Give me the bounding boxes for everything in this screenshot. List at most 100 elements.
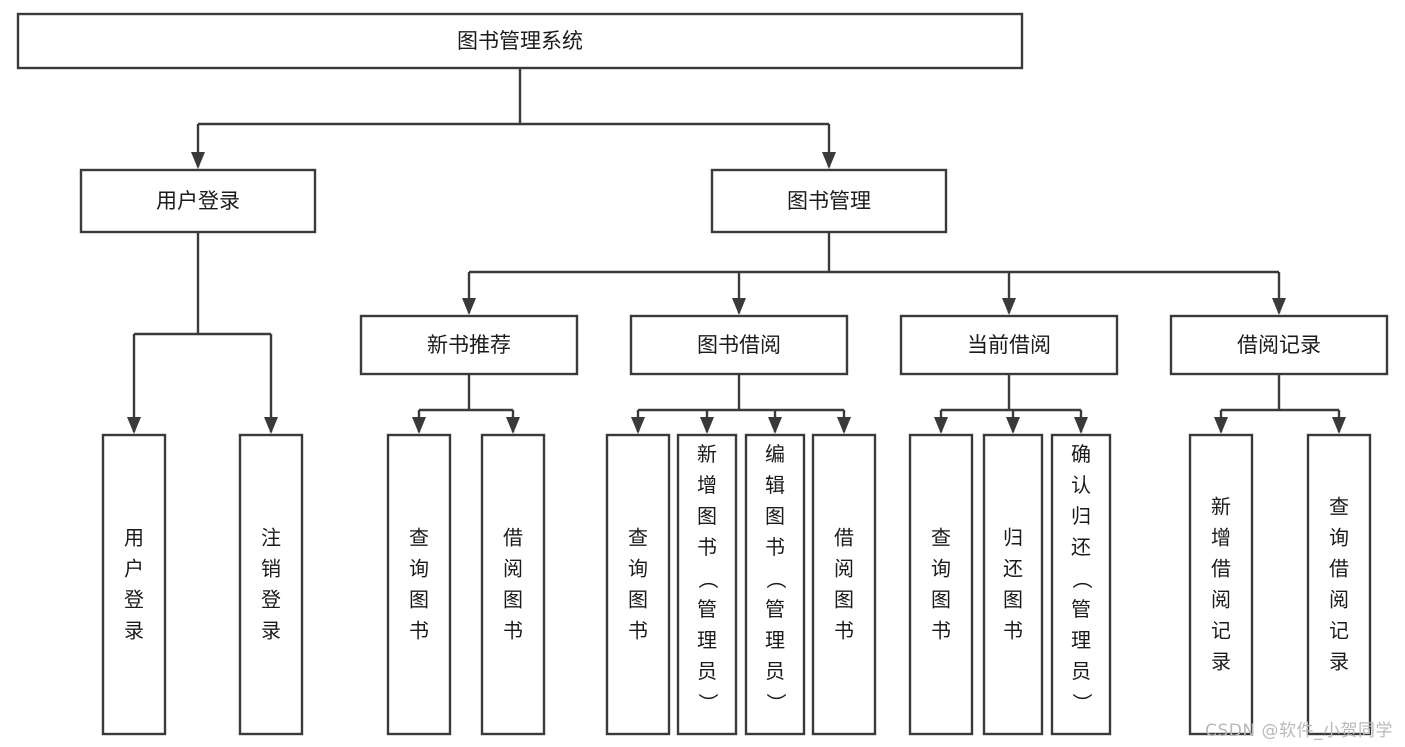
- node-leaf-query-book-1-label-char: 书: [409, 619, 429, 643]
- node-leaf-user-login-label-char: 用: [124, 526, 144, 550]
- node-leaf-query-book-3-label-char: 图: [931, 588, 951, 612]
- node-leaf-query-book-2-label-char: 图: [628, 588, 648, 612]
- arrow-head-icon: [506, 417, 520, 434]
- node-book-manage[interactable]: 图书管理: [710, 168, 948, 234]
- node-layer: 图书管理系统用户登录图书管理新书推荐图书借阅当前借阅借阅记录用户登录注销登录查询…: [16, 12, 1389, 736]
- edges-new-book-recommend-to-leaves: [412, 374, 520, 434]
- node-leaf-edit-book-label-char: 书: [765, 535, 785, 559]
- node-leaf-edit-book-label-char: 理: [765, 628, 785, 652]
- arrow-head-icon: [700, 417, 714, 434]
- node-leaf-borrow-book-1-label-char: 借: [503, 526, 523, 550]
- node-leaf-confirm-return-label-char: 员: [1071, 659, 1091, 683]
- node-leaf-add-record-label-char: 记: [1211, 619, 1231, 643]
- node-root-system[interactable]: 图书管理系统: [16, 12, 1024, 70]
- node-user-login-label: 用户登录: [156, 189, 240, 213]
- node-leaf-confirm-return-label-char: 管: [1071, 597, 1091, 621]
- node-leaf-borrow-book-2-label-char: 阅: [834, 557, 854, 581]
- node-leaf-borrow-book-2-label-char: 图: [834, 588, 854, 612]
- arrow-head-icon: [934, 417, 948, 434]
- node-leaf-add-book-label-char: ）: [696, 693, 720, 713]
- node-leaf-return-book-label-char: 归: [1003, 526, 1023, 550]
- node-leaf-query-book-2-label-char: 书: [628, 619, 648, 643]
- node-leaf-query-record-label-char: 记: [1329, 619, 1349, 643]
- node-leaf-query-book-3-label-char: 书: [931, 619, 951, 643]
- node-leaf-confirm-return-label-char: 认: [1071, 473, 1091, 497]
- node-book-borrow[interactable]: 图书借阅: [629, 314, 849, 376]
- node-leaf-add-record-label-char: 阅: [1211, 588, 1231, 612]
- node-leaf-user-login-label-char: 户: [124, 557, 144, 581]
- node-leaf-query-book-2-label-char: 查: [628, 526, 648, 550]
- node-leaf-user-logout-label-char: 注: [261, 526, 281, 550]
- edges-user-login-to-leaves: [127, 232, 278, 434]
- node-leaf-user-logout-label-char: 录: [261, 619, 281, 643]
- connector-layer: [127, 68, 1346, 434]
- node-leaf-query-record-label-char: 询: [1329, 526, 1349, 550]
- arrow-head-icon: [822, 152, 836, 169]
- arrow-head-icon: [412, 417, 426, 434]
- node-new-book-recommend-label: 新书推荐: [427, 333, 511, 357]
- node-leaf-return-book-label-char: 还: [1003, 557, 1023, 581]
- node-borrow-record[interactable]: 借阅记录: [1169, 314, 1389, 376]
- node-leaf-borrow-book-1-label-char: 书: [503, 619, 523, 643]
- watermark-text: CSDN @软件_小贺同学: [1205, 721, 1393, 741]
- edges-borrow-record-to-leaves: [1214, 374, 1346, 434]
- node-leaf-edit-book-label-char: 员: [765, 659, 785, 683]
- node-leaf-edit-book-label-char: ）: [764, 693, 788, 713]
- node-leaf-borrow-book-1-label-char: 阅: [503, 557, 523, 581]
- arrow-head-icon: [1002, 298, 1016, 315]
- arrow-head-icon: [1272, 298, 1286, 315]
- node-leaf-confirm-return-label-char: （: [1070, 569, 1094, 589]
- node-leaf-confirm-return-label-char: 理: [1071, 628, 1091, 652]
- node-leaf-edit-book-label-char: （: [764, 569, 788, 589]
- node-new-book-recommend[interactable]: 新书推荐: [359, 314, 579, 376]
- node-leaf-query-book-1-label-char: 图: [409, 588, 429, 612]
- node-leaf-edit-book-label-char: 管: [765, 597, 785, 621]
- node-leaf-add-book-label-char: （: [696, 569, 720, 589]
- node-root-system-label: 图书管理系统: [457, 29, 583, 53]
- edges-book-borrow-to-leaves: [631, 374, 851, 434]
- node-leaf-return-book-label-char: 图: [1003, 588, 1023, 612]
- node-leaf-add-book-label-char: 理: [697, 628, 717, 652]
- node-borrow-record-label: 借阅记录: [1237, 333, 1321, 357]
- node-leaf-edit-book-label-char: 辑: [765, 473, 785, 497]
- node-leaf-borrow-book-1-label-char: 图: [503, 588, 523, 612]
- node-leaf-query-book-1-label-char: 询: [409, 557, 429, 581]
- arrow-head-icon: [1074, 417, 1088, 434]
- arrow-head-icon: [768, 417, 782, 434]
- node-leaf-add-book-label-char: 管: [697, 597, 717, 621]
- node-current-borrow[interactable]: 当前借阅: [899, 314, 1119, 376]
- arrow-head-icon: [837, 417, 851, 434]
- arrow-head-icon: [631, 417, 645, 434]
- node-leaf-add-record-label-char: 借: [1211, 557, 1231, 581]
- arrow-head-icon: [1214, 417, 1228, 434]
- node-leaf-confirm-return-label-char: 归: [1071, 504, 1091, 528]
- node-leaf-borrow-book-2-label-char: 借: [834, 526, 854, 550]
- node-book-borrow-label: 图书借阅: [697, 333, 781, 357]
- node-leaf-query-book-1-label-char: 查: [409, 526, 429, 550]
- arrow-head-icon: [462, 298, 476, 315]
- edges-book-manage-to-level3: [462, 232, 1286, 315]
- node-leaf-user-login[interactable]: 用户登录: [101, 433, 167, 736]
- node-leaf-user-logout-label-char: 登: [261, 588, 281, 612]
- node-leaf-add-record-label-char: 录: [1211, 650, 1231, 674]
- arrow-head-icon: [127, 417, 141, 434]
- node-user-login[interactable]: 用户登录: [79, 168, 317, 234]
- node-leaf-add-record-label-char: 新: [1211, 495, 1231, 519]
- node-leaf-query-record-label-char: 录: [1329, 650, 1349, 674]
- node-leaf-add-book-label-char: 员: [697, 659, 717, 683]
- node-leaf-user-logout-label-char: 销: [261, 557, 281, 581]
- node-leaf-return-book-label-char: 书: [1003, 619, 1023, 643]
